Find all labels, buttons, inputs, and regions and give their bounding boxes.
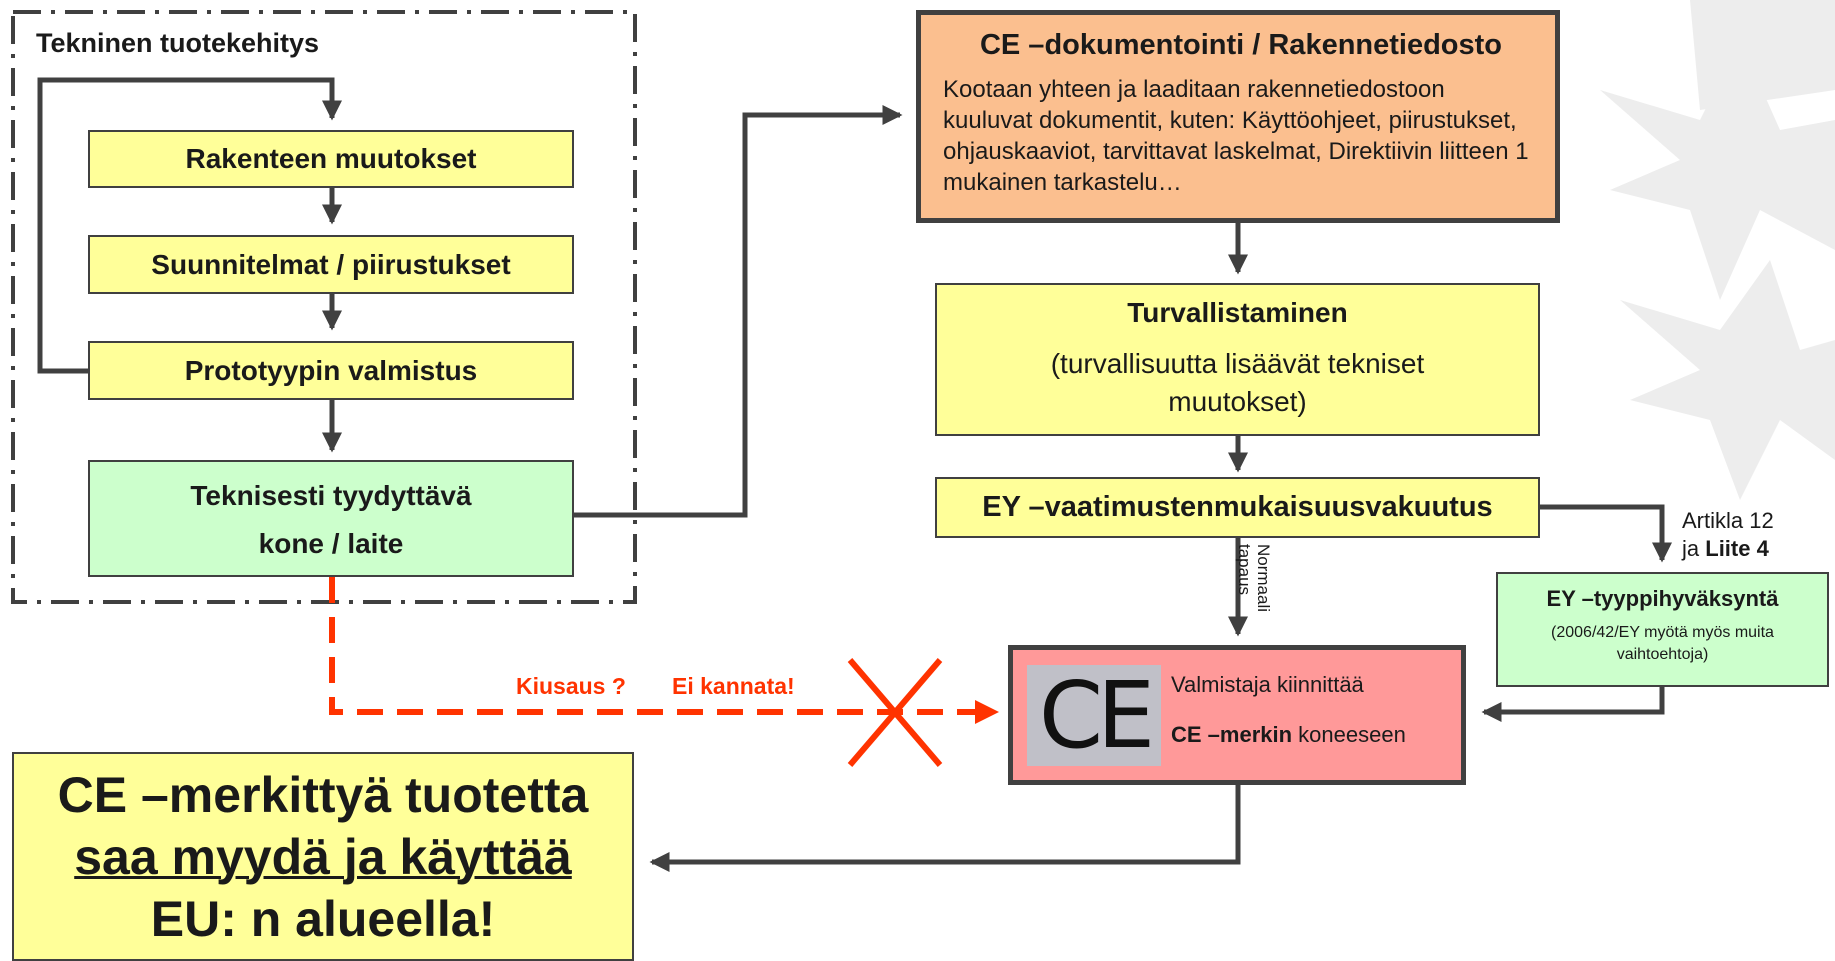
normaali-line2: tapaus <box>1235 544 1254 596</box>
ce-doc-title: CE –dokumentointi / Rakennetiedosto <box>979 29 1503 61</box>
star-decoration <box>1600 40 1835 300</box>
ce-mark-box: CE Valmistaja kiinnittää CE –merkin kone… <box>1008 645 1466 785</box>
temptation-arrow <box>329 577 999 724</box>
turva-box: Turvallistaminen (turvallisuutta lisäävä… <box>935 283 1540 436</box>
star-decoration <box>1620 260 1835 500</box>
ce-mark-line1: Valmistaja kiinnittää <box>1171 672 1364 697</box>
step-tyydyttava-line2: kone / laite <box>258 528 404 559</box>
ce-mark-line2-bold: CE –merkin <box>1171 722 1293 747</box>
ce-mark-line2-rest: koneeseen <box>1292 722 1406 747</box>
final-line2: saa myydä ja käyttää <box>74 829 572 885</box>
ce-doc-body: Kootaan yhteen ja laaditaan rakennetiedo… <box>943 76 1529 196</box>
artikla-line2-bold: Liite 4 <box>1705 536 1769 561</box>
turva-body: (turvallisuutta lisäävät tekniset muutok… <box>1050 348 1425 417</box>
turva-title: Turvallistaminen <box>1127 297 1348 328</box>
final-line3: EU: n alueella! <box>150 891 496 947</box>
step-suunnitelmat-label: Suunnitelmat / piirustukset <box>151 249 511 280</box>
ey-tyyppi-title: EY –tyyppihyväksyntä <box>1546 586 1779 611</box>
kiusaus-label: Kiusaus ? <box>516 673 626 699</box>
step-tyydyttava-line1: Teknisesti tyydyttävä <box>190 480 472 511</box>
arrow-to-final <box>649 785 1241 872</box>
ce-symbol: CE <box>1027 665 1161 766</box>
arrow-tyyppi-ce-mark <box>1481 687 1665 722</box>
final-box: CE –merkittyä tuotetta saa myydä ja käyt… <box>12 752 634 961</box>
artikla-line2-prefix: ja <box>1682 536 1706 561</box>
artikla-line1: Artikla 12 <box>1682 508 1774 533</box>
step-suunnitelmat: Suunnitelmat / piirustukset <box>88 235 574 294</box>
arrow-ey-tyyppi <box>1538 504 1672 563</box>
step-tyydyttava: Teknisesti tyydyttävä kone / laite <box>88 460 574 577</box>
step-rakenne-label: Rakenteen muutokset <box>185 143 477 174</box>
step-prototyyppi-label: Prototyypin valmistus <box>184 355 478 386</box>
step-rakenne: Rakenteen muutokset <box>88 130 574 188</box>
normaali-label: Normaali tapaus <box>1213 544 1273 634</box>
ey-vakuutus-box: EY –vaatimustenmukaisuusvakuutus <box>935 477 1540 538</box>
normaali-line1: Normaali <box>1254 544 1273 613</box>
step-prototyyppi: Prototyypin valmistus <box>88 341 574 400</box>
final-line1: CE –merkittyä tuotetta <box>57 767 589 823</box>
group-title: Tekninen tuotekehitys <box>36 28 320 58</box>
ce-logo-icon: CE <box>1038 662 1155 769</box>
artikla-label: Artikla 12 ja Liite 4 <box>1682 507 1774 563</box>
loop-arrow <box>37 77 342 374</box>
ce-doc-box: CE –dokumentointi / Rakennetiedosto Koot… <box>916 10 1560 223</box>
ei-kannata-label: Ei kannata! <box>672 673 795 699</box>
ce-mark-line2: CE –merkin koneeseen <box>1171 722 1406 748</box>
ey-tyyppi-box: EY –tyyppihyväksyntä (2006/42/EY myötä m… <box>1496 572 1829 687</box>
ey-vakuutus-label: EY –vaatimustenmukaisuusvakuutus <box>982 491 1493 523</box>
arrow-to-ce-doc <box>572 105 903 518</box>
ey-tyyppi-note: (2006/42/EY myötä myös muita vaihtoehtoj… <box>1551 624 1774 663</box>
cross-icon <box>847 658 943 767</box>
group-border <box>11 10 637 604</box>
